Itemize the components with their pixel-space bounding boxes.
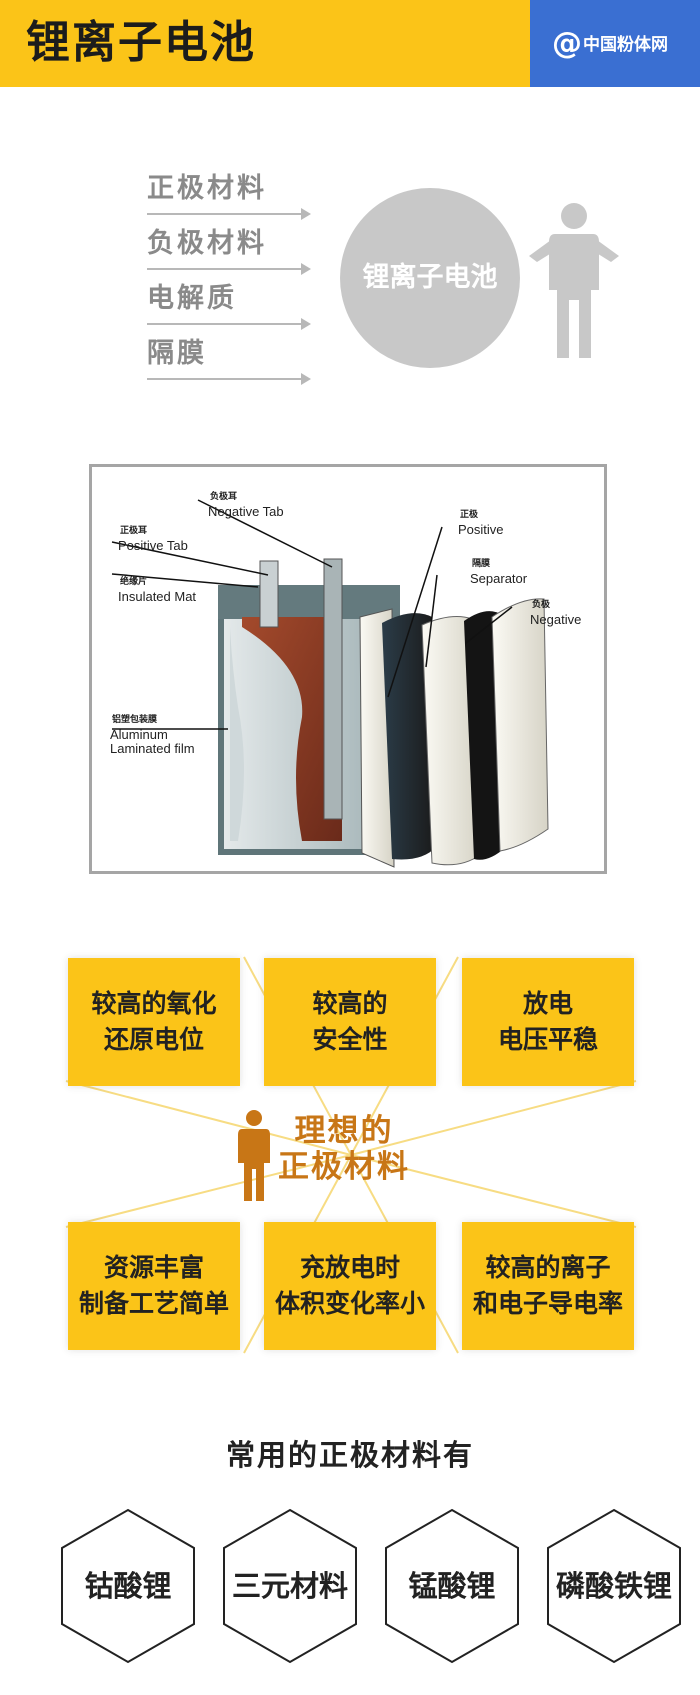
hexagon-outline: [223, 1508, 357, 1664]
component-label-separator: 隔膜: [147, 338, 207, 369]
diagram-label-separator-cn: 隔膜: [472, 559, 491, 569]
diagram-label-laminated-film: Laminated film: [110, 741, 195, 756]
diagram-label-insulated-mat: Insulated Mat: [118, 589, 197, 604]
arrow: [147, 263, 311, 275]
diagram-label-positive-tab-cn: 正极耳: [120, 526, 148, 536]
battery-circle: [340, 188, 520, 368]
property-box-redox-potential: 较高的氧化还原电位: [68, 958, 240, 1086]
component-label-anode: 负极材料: [147, 228, 267, 259]
brand-badge: [530, 0, 700, 87]
diagram-label-negative-tab: Negative Tab: [208, 504, 284, 519]
diagram-label-positive-tab: Positive Tab: [118, 538, 188, 553]
diagram-label-laminated-film-cn: 铝塑包装膜: [112, 715, 158, 725]
property-box-safety: 较高的安全性: [264, 958, 436, 1086]
person-icon: [529, 203, 619, 358]
hexagon-outline: [61, 1508, 195, 1664]
diagram-label-aluminum: Aluminum: [110, 727, 168, 742]
diagram-label-positive-cn: 正极: [460, 510, 479, 520]
battery-circle-label: 锂离子电池: [362, 262, 498, 293]
arrow: [147, 208, 311, 220]
common-materials-title: 常用的正极材料有: [225, 1438, 474, 1472]
at-sign-icon: @: [552, 26, 582, 61]
hexagon-outline: [385, 1508, 519, 1664]
diagram-label-negative: Negative: [530, 612, 582, 627]
ideal-cathode-label: 理想的 正极材料: [278, 1113, 410, 1185]
property-box-conductivity: 较高的离子和电子导电率: [462, 1222, 634, 1350]
material-lmo: 锰酸锂: [408, 1569, 496, 1603]
diagram-label-separator: Separator: [470, 571, 528, 586]
diagram-label-negative-cn: 负极: [532, 600, 551, 610]
diagram-label-insulated-mat-cn: 绝缘片: [120, 577, 148, 587]
material-ternary: 三元材料: [231, 1569, 348, 1603]
diagram-label-negative-tab-cn: 负极耳: [210, 492, 238, 502]
battery-diagram: [111, 499, 549, 868]
property-box-volume-change: 充放电时体积变化率小: [264, 1222, 436, 1350]
component-label-cathode: 正极材料: [147, 173, 267, 204]
material-lfp: 磷酸铁锂: [555, 1569, 672, 1603]
page-title: 锂离子电池: [26, 17, 256, 68]
brand-name: 中国粉体网: [583, 35, 668, 55]
material-lco: 钴酸锂: [84, 1569, 172, 1603]
arrow: [147, 318, 311, 330]
property-box-resources: 资源丰富制备工艺简单: [68, 1222, 240, 1350]
hexagon-outline: [547, 1508, 681, 1664]
component-label-electrolyte: 电解质: [147, 283, 237, 314]
arrow: [147, 373, 311, 385]
person-icon: [238, 1110, 270, 1201]
property-box-voltage: 放电电压平稳: [462, 958, 634, 1086]
diagram-label-positive: Positive: [458, 522, 504, 537]
